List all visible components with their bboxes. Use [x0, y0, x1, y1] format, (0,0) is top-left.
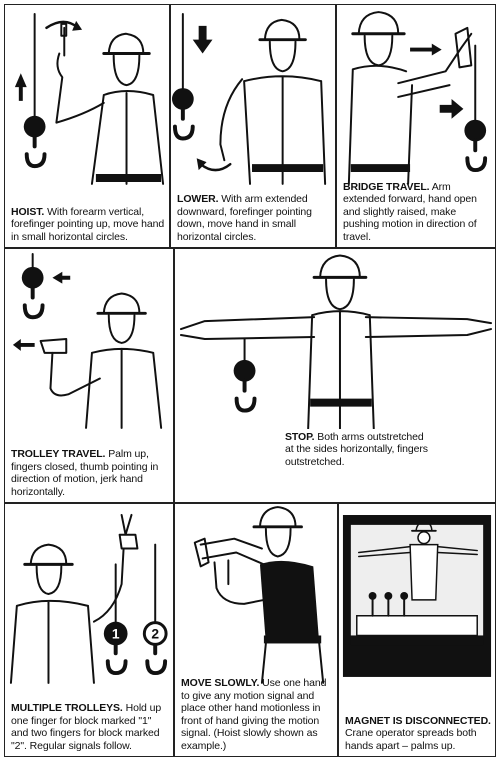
right-outstretched-arm — [364, 316, 493, 339]
trolley-travel-illustration — [5, 249, 173, 429]
right-arrow-icon — [439, 98, 464, 119]
crane-hook-icon — [22, 285, 45, 320]
crane-hook-icon — [105, 643, 128, 676]
signal-arm — [213, 559, 265, 605]
hard-hat-icon — [357, 11, 400, 35]
panel-stop: STOP. Both arms outstretched at the side… — [174, 248, 496, 503]
dark-shirt — [259, 560, 320, 644]
belt — [310, 398, 372, 407]
left-outstretched-arm — [179, 316, 316, 340]
hard-hat-icon — [263, 18, 301, 41]
extended-arm — [397, 32, 473, 98]
lowered-arm — [219, 78, 244, 162]
crane-block-icon — [171, 88, 194, 110]
raised-arm — [92, 547, 125, 623]
move-slowly-illustration — [175, 504, 337, 684]
block-1-label: 1 — [112, 625, 120, 641]
signal-text: With forearm vertical, forefinger pointi… — [11, 205, 165, 243]
belt — [95, 174, 162, 182]
outstretched-arms — [358, 545, 478, 558]
signal-text: Palm up, fingers closed, thumb pointing … — [11, 448, 159, 498]
crane-block-icon — [464, 119, 487, 142]
hard-hat-icon — [415, 520, 433, 532]
panel-multiple-trolleys: 1 2 MULTIPLE TROLLEYS. Hold up one finge… — [4, 503, 174, 757]
thumb-hand — [39, 338, 68, 354]
left-arrow-icon — [12, 339, 35, 351]
control-console — [356, 614, 478, 637]
panel-move-slowly: MOVE SLOWLY. Use one hand to give any mo… — [174, 503, 338, 757]
signal-heading: HOIST. — [11, 205, 45, 218]
belt — [350, 164, 411, 173]
down-arrow-icon — [192, 25, 213, 54]
palm-hand — [193, 537, 210, 568]
signal-text: Crane operator spreads both hands apart … — [345, 727, 477, 752]
caption-lower: LOWER. With arm extended downward, foref… — [177, 193, 331, 243]
panel-trolley-travel: TROLLEY TRAVEL. Palm up, fingers closed,… — [4, 248, 174, 503]
caption-multiple-trolleys: MULTIPLE TROLLEYS. Hold up one finger fo… — [11, 702, 169, 752]
stop-illustration — [175, 249, 495, 429]
panel-magnet-disconnected: MAGNET IS DISCONNECTED. Crane operator s… — [338, 503, 496, 757]
signal-heading: MAGNET IS DISCONNECTED. — [345, 714, 491, 727]
crane-block-icon — [233, 359, 256, 382]
raised-arm — [55, 26, 105, 124]
panel-bridge-travel: BRIDGE TRAVEL. Arm extended forward, han… — [336, 4, 496, 248]
upper-arm — [199, 537, 265, 566]
panel-hoist: HOIST. With forearm vertical, forefinger… — [4, 4, 170, 248]
signal-heading: MULTIPLE TROLLEYS. — [11, 702, 123, 714]
lower-illustration — [171, 5, 335, 185]
crane-hook-icon — [24, 134, 47, 169]
signal-heading: TROLLEY TRAVEL. — [11, 448, 106, 460]
hoist-illustration — [5, 5, 169, 185]
caption-hoist: HOIST. With forearm vertical, forefinger… — [11, 206, 165, 244]
signal-text: Use one hand to give any motion signal a… — [181, 677, 327, 752]
hard-hat-icon — [29, 543, 68, 566]
signal-heading: STOP. — [285, 430, 315, 443]
signal-text: Both arms outstretched at the sides hori… — [285, 430, 428, 468]
signal-heading: BRIDGE TRAVEL. — [343, 180, 430, 193]
two-finger-hand — [118, 513, 139, 550]
crane-hook-icon — [234, 378, 257, 413]
magnet-disconnected-illustration — [339, 504, 495, 684]
hard-hat-icon — [102, 292, 141, 315]
crane-hook-icon — [465, 138, 488, 173]
crane-block-icon — [23, 115, 46, 138]
multiple-trolleys-illustration: 1 2 — [5, 504, 173, 684]
crane-hook-icon — [172, 106, 195, 141]
crane-block-icon — [21, 266, 44, 289]
bridge-travel-illustration — [337, 5, 495, 185]
hard-hat-icon — [258, 506, 297, 528]
bent-arm — [49, 351, 101, 397]
signal-text: With arm extended downward, forefinger p… — [177, 193, 312, 243]
signal-heading: LOWER. — [177, 193, 219, 205]
belt — [263, 635, 322, 644]
block-2-label: 2 — [151, 625, 159, 641]
signal-heading: MOVE SLOWLY. — [181, 677, 260, 689]
caption-magnet-disconnected: MAGNET IS DISCONNECTED. Crane operator s… — [345, 715, 491, 753]
caption-move-slowly: MOVE SLOWLY. Use one hand to give any mo… — [181, 677, 333, 752]
hard-hat-icon — [319, 254, 361, 279]
up-arrow-icon — [14, 73, 27, 101]
hard-hat-icon — [107, 32, 145, 55]
block-1-icon — [103, 621, 128, 646]
signal-text: Hold up one finger for block marked "1" … — [11, 702, 162, 752]
crane-hook-icon — [145, 643, 168, 676]
signal-text: Arm extended forward, hand open and slig… — [343, 180, 477, 243]
right-arrow-icon — [410, 43, 442, 56]
caption-trolley-travel: TROLLEY TRAVEL. Palm up, fingers closed,… — [11, 448, 169, 498]
rotation-arrow-icon — [199, 162, 232, 172]
belt — [252, 164, 324, 173]
panel-lower: LOWER. With arm extended downward, foref… — [170, 4, 336, 248]
caption-bridge-travel: BRIDGE TRAVEL. Arm extended forward, han… — [343, 181, 491, 244]
left-arrow-icon — [52, 271, 71, 284]
caption-stop: STOP. Both arms outstretched at the side… — [285, 431, 435, 469]
